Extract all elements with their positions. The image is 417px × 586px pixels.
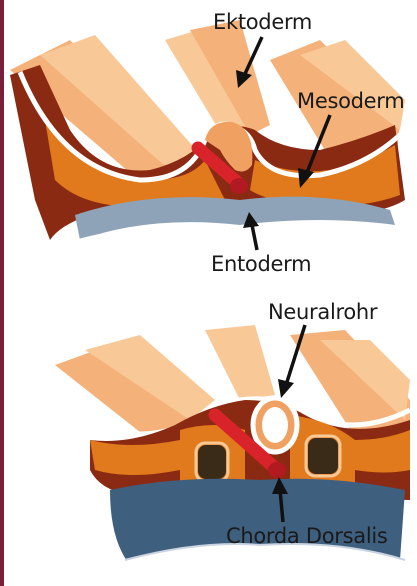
bottom-ectoderm-flap-mid: [205, 325, 275, 400]
bottom-coelom-left: [198, 445, 226, 479]
bottom-coelom-right: [308, 438, 338, 474]
top-section-illustration: [10, 20, 405, 270]
arrow-neuralrohr-head: [278, 379, 294, 398]
bottom-lateral-mesoderm-left: [90, 440, 180, 475]
top-notochord-end: [230, 178, 248, 194]
label-entoderm: Entoderm: [211, 252, 311, 276]
label-neuralrohr: Neuralrohr: [268, 300, 377, 324]
label-mesoderm: Mesoderm: [297, 89, 404, 113]
bottom-neural-tube-lumen: [262, 407, 288, 443]
label-ektoderm: Ektoderm: [213, 10, 312, 34]
bottom-notochord-end: [268, 462, 286, 478]
arrow-neuralrohr: [286, 325, 305, 385]
label-chorda-dorsalis: Chorda Dorsalis: [226, 524, 388, 548]
